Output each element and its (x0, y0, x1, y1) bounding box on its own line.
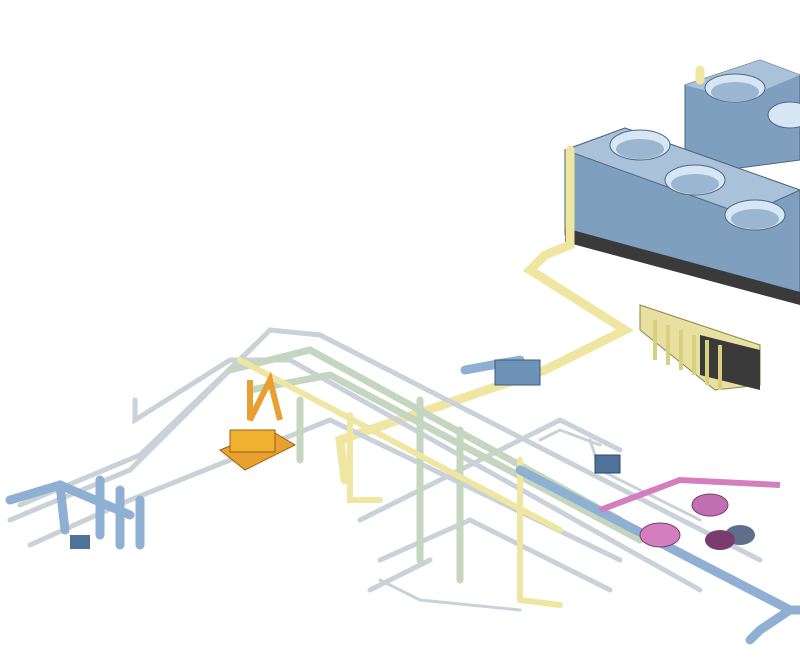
cooling-tower-back-row (684, 59, 800, 176)
equipment-blue (70, 359, 621, 549)
cooling-tower-front-row (563, 127, 800, 305)
pump-group-pink (598, 476, 781, 550)
header-manifold (639, 304, 761, 391)
condenser-water-pipes (335, 65, 705, 485)
chiller-pump-orange (219, 371, 297, 471)
pipe-network (5, 327, 800, 645)
